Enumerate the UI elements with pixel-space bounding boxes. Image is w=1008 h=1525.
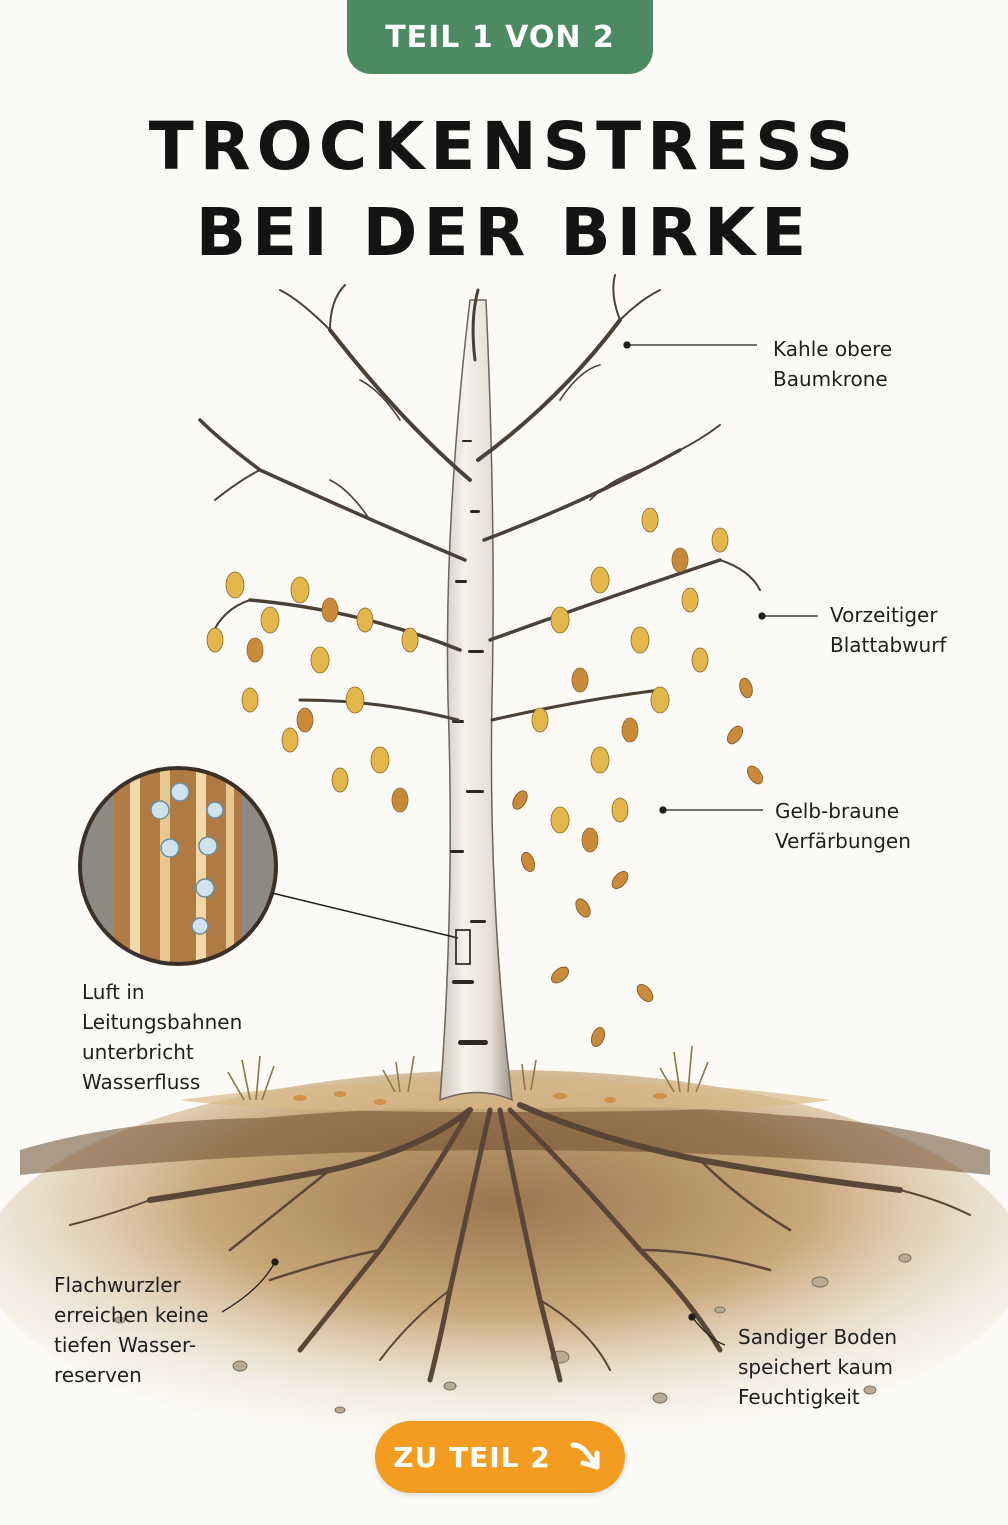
- part-badge: TEIL 1 VON 2: [347, 0, 653, 74]
- leader-lines: [221, 341, 818, 1346]
- label-crown: Kahle obere Baumkrone: [773, 334, 892, 394]
- birch-trunk: [439, 299, 513, 1102]
- label-shallow-roots-line: tiefen Wasser-: [54, 1333, 197, 1357]
- page-title: TROCKENSTRESS BEI DER BIRKE: [0, 104, 1008, 276]
- label-embolism-line: Leitungsbahnen: [82, 1010, 243, 1034]
- label-discoloration: Gelb-braune Verfärbungen: [775, 796, 911, 856]
- label-embolism-line: unterbricht: [82, 1040, 194, 1064]
- label-leaf-drop: Vorzeitiger Blattabwurf: [830, 600, 946, 660]
- label-discoloration-line: Gelb-braune: [775, 799, 900, 823]
- falling-leaves: [512, 677, 763, 1048]
- label-sandy-soil-line: Sandiger Boden: [738, 1325, 898, 1349]
- label-leaf-drop-line: Blattabwurf: [830, 633, 947, 657]
- label-shallow-roots: Flachwurzler erreichen keine tiefen Wass…: [54, 1270, 209, 1390]
- next-part-label: ZU TEIL 2: [393, 1440, 551, 1474]
- label-shallow-roots-line: erreichen keine: [54, 1303, 209, 1327]
- label-embolism-line: Wasserfluss: [82, 1070, 201, 1094]
- title-line-2: BEI DER BIRKE: [195, 194, 813, 271]
- label-embolism-line: Luft in: [82, 980, 145, 1004]
- roots: [69, 1102, 971, 1383]
- label-sandy-soil: Sandiger Boden speichert kaum Feuchtigke…: [738, 1322, 897, 1412]
- title-line-1: TROCKENSTRESS: [148, 108, 860, 185]
- label-sandy-soil-line: Feuchtigkeit: [738, 1385, 860, 1409]
- label-shallow-roots-line: reserven: [54, 1363, 142, 1387]
- dry-grass: [227, 1045, 709, 1101]
- bare-branches: [198, 274, 761, 722]
- label-sandy-soil-line: speichert kaum: [738, 1355, 894, 1379]
- leaf-litter: [293, 1091, 667, 1105]
- label-shallow-roots-line: Flachwurzler: [54, 1273, 181, 1297]
- label-crown-line: Kahle obere: [773, 337, 893, 361]
- yellow-brown-leaves: [206, 507, 729, 853]
- label-discoloration-line: Verfärbungen: [775, 829, 911, 853]
- xylem-magnifier: [78, 766, 471, 966]
- label-crown-line: Baumkrone: [773, 367, 888, 391]
- label-embolism: Luft in Leitungsbahnen unterbricht Wasse…: [82, 977, 242, 1097]
- label-leaf-drop-line: Vorzeitiger: [830, 603, 938, 627]
- arrow-down-right-icon: [570, 1442, 600, 1470]
- next-part-button[interactable]: ZU TEIL 2: [375, 1421, 625, 1493]
